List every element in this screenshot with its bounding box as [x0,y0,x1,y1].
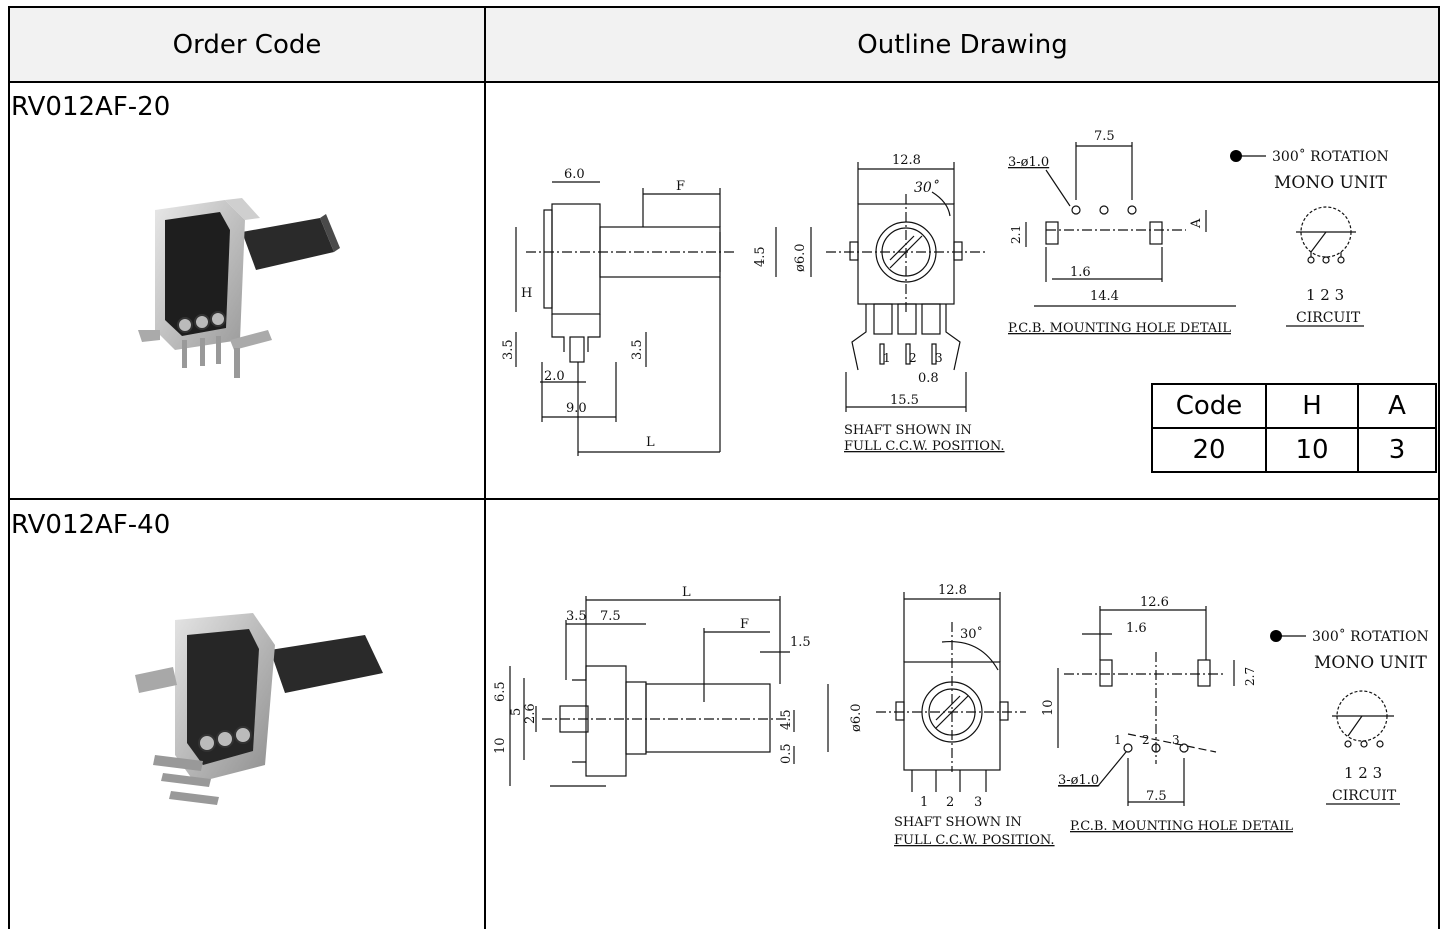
pcb-pin-2-2: 2 [1142,733,1150,747]
dim-10b-2: 10 [1041,699,1056,716]
dim-3-phi-1-0-2: 3-ø1.0 [1058,773,1099,788]
circuit-label: CIRCUIT [1296,310,1361,326]
pcb-note-2: P.C.B. MOUNTING HOLE DETAIL [1070,819,1293,834]
pin-2: 2 [909,351,917,365]
dim-3-phi-1-0: 3-ø1.0 [1008,155,1049,170]
table-border-right [1438,6,1440,929]
dim-1-6: 1.6 [1070,265,1091,280]
dim-A: A [1189,218,1204,229]
dim-F: F [676,179,685,194]
potentiometer-photo-vertical-mount [138,198,340,378]
shaft-note-2-2: FULL C.C.W. POSITION. [894,833,1055,848]
dim-2-1: 2.1 [1009,225,1023,244]
dim-14-4: 14.4 [1090,289,1119,304]
code-table-header-row: Code H A [1151,383,1437,429]
dim-9-0: 9.0 [566,401,587,416]
pin-3: 3 [935,351,943,365]
header-outline-drawing: Outline Drawing [486,8,1439,82]
code-table-value-code: 20 [1151,427,1267,473]
shaft-note-1-2: SHAFT SHOWN IN [894,815,1022,830]
table-border-top [8,6,1440,8]
dim-1-5-2: 1.5 [790,635,811,650]
dim-F-2: F [740,617,749,632]
dim-15-5: 15.5 [890,393,919,408]
circuit-pins-2: 1 2 3 [1344,764,1382,782]
mono-unit-note-2: MONO UNIT [1314,653,1427,673]
code-table-header-code: Code [1151,383,1267,429]
code-table-value-h: 10 [1265,427,1359,473]
potentiometer-photo-horizontal-mount [135,613,383,805]
circuit-label-2: CIRCUIT [1332,788,1397,804]
pcb-pin-3-2: 3 [1172,733,1180,747]
dim-2-6-2: 2.6 [523,703,538,724]
dim-0-8: 0.8 [918,371,939,386]
side-view-body [551,203,601,315]
code-table-value-row: 20 10 3 [1151,427,1437,473]
rotation-note-2: 300˚ ROTATION [1312,628,1429,645]
code-table: Code H A 20 10 3 [1151,383,1437,473]
dim-4-5: 4.5 [753,246,768,267]
circuit-pins: 1 2 3 [1306,286,1344,304]
pin-1: 1 [883,351,891,365]
dim-12-6-2: 12.6 [1140,595,1169,610]
pin-1-2: 1 [920,795,928,810]
side-view-body-2 [585,665,627,777]
outline-drawing-row-1: 6.0 F H 4.5 ø6.0 3.5 3.5 2.0 9.0 L 12.8 … [501,129,1389,456]
pcb-note: P.C.B. MOUNTING HOLE DETAIL [1008,321,1231,336]
dim-1-6-2: 1.6 [1126,621,1147,636]
table-border-middle [484,6,486,929]
dim-2-0: 2.0 [544,369,565,384]
dim-L-2: L [682,585,691,600]
shaft-note-2: FULL C.C.W. POSITION. [844,439,1005,454]
table-border-left [8,6,10,929]
pcb-pin-1-2: 1 [1114,733,1122,747]
outline-drawing-row-2: L 3.5 7.5 F 1.5 6.5 5 2.6 10 4.5 0.5 ø6.… [493,583,1429,848]
rotation-note: 300˚ ROTATION [1272,148,1389,165]
dim-2-7-2: 2.7 [1243,667,1257,686]
dim-phi-6: ø6.0 [793,243,808,272]
dim-phi-6-2: ø6.0 [849,703,864,732]
mono-unit-note: MONO UNIT [1274,173,1387,193]
dim-7-5-2: 7.5 [600,609,621,624]
dim-3-5-right: 3.5 [630,339,645,360]
table-border-header-bottom [8,81,1440,83]
dim-7-5: 7.5 [1094,129,1115,144]
order-code-row-1: RV012AF-20 [11,92,171,122]
dim-L: L [646,435,655,450]
dim-0-5-2: 0.5 [779,743,794,764]
dim-3-5-2: 3.5 [566,609,587,624]
header-order-code: Order Code [9,8,485,82]
pin-3-2: 3 [974,795,982,810]
dim-12-8: 12.8 [892,153,921,168]
dim-3-5-left: 3.5 [501,339,516,360]
code-table-header-a: A [1357,383,1437,429]
dim-6-5-2: 6.5 [493,681,508,702]
dim-H: H [521,286,532,301]
dim-4-5-2: 4.5 [779,709,794,730]
pin-2-2: 2 [946,795,954,810]
order-code-row-2: RV012AF-40 [11,510,171,540]
dim-7-5b-2: 7.5 [1146,789,1167,804]
code-table-value-a: 3 [1357,427,1437,473]
dim-30-deg-2: 30˚ [960,626,983,642]
dim-6-0: 6.0 [564,167,585,182]
code-table-header-h: H [1265,383,1359,429]
dim-10-2: 10 [493,737,508,754]
table-border-row1-bottom [8,498,1440,500]
dim-12-8-2: 12.8 [938,583,967,598]
shaft-side-2 [645,683,771,753]
shaft-note-1: SHAFT SHOWN IN [844,423,972,438]
dim-30-deg: 30˚ [914,179,939,196]
dim-5-2: 5 [509,708,524,716]
